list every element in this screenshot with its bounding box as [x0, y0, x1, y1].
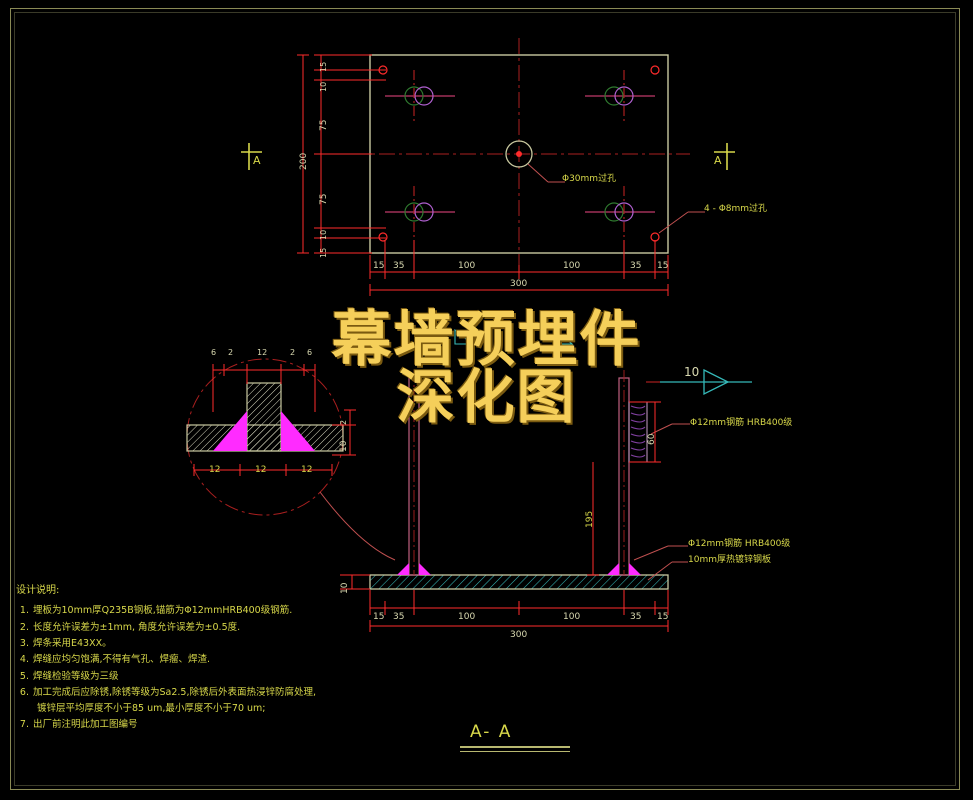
- detail-bottom-dim-3: 12: [301, 465, 313, 475]
- note-item: 5. 焊缝检验等级为三级: [16, 669, 356, 685]
- note-item: 1. 埋板为10mm厚Q235B钢板,锚筋为Φ12mmHRB400级钢筋.: [16, 603, 356, 619]
- detail-bottom-dim-1: 12: [209, 465, 221, 475]
- center-hole-label: Φ30mm过孔: [562, 174, 617, 184]
- note-number: 3.: [19, 637, 29, 649]
- center-hole-circle: [505, 140, 533, 168]
- plan-vdim-1: 15: [319, 61, 328, 72]
- drawing-border-outer: [10, 8, 960, 790]
- section-mark-left-label: A: [253, 154, 261, 167]
- rebar-note-bottom: Φ12mm钢筋 HRB400级: [688, 539, 791, 549]
- note-item: 2. 长度允许误差为±1mm, 角度允许误差为±0.5度.: [16, 620, 356, 636]
- note-item: 6. 加工完成后应除锈,除锈等级为Sa2.5,除锈后外表面热浸锌防腐处理,: [16, 685, 356, 701]
- note-number: 2.: [19, 621, 29, 633]
- plan-hdim-5: 35: [630, 261, 642, 271]
- rebar-length-dim: 195: [585, 510, 595, 528]
- section-mark-right-label: A: [714, 154, 722, 167]
- note-text: 焊条采用E43XX。: [33, 637, 112, 649]
- plan-hdim-2: 35: [393, 261, 405, 271]
- note-item: 7. 出厂前注明此加工图编号: [16, 717, 356, 733]
- note-number: 1.: [19, 605, 29, 617]
- rebar-note-top: Φ12mm钢筋 HRB400级: [690, 418, 793, 428]
- detail-top-dim-1: 6: [211, 348, 217, 357]
- note-number: 4.: [19, 654, 29, 666]
- detail-bottom-dim-2: 12: [255, 465, 267, 475]
- plate-note: 10mm厚热镀锌钢板: [688, 555, 771, 565]
- note-text: 埋板为10mm厚Q235B钢板,锚筋为Φ12mmHRB400级钢筋.: [33, 605, 293, 617]
- plan-vdim-3: 75: [319, 119, 329, 131]
- note-text: 焊缝应均匀饱满,不得有气孔、焊瘤、焊渣.: [33, 654, 211, 666]
- note-continuation: 镀锌层平均厚度不小于85 um,最小厚度不小于70 um;: [37, 703, 266, 715]
- plan-vdim-2: 10: [319, 81, 328, 92]
- note-text: 焊缝检验等级为三级: [33, 670, 119, 682]
- plan-vdim-4: 75: [319, 193, 329, 205]
- weld-symbol-size-label: 10: [684, 365, 700, 379]
- section-hdim-2: 35: [393, 612, 405, 622]
- section-title-rule-bottom: [460, 751, 570, 752]
- note-number: 7.: [19, 719, 29, 731]
- design-notes-block: 设计说明: 1. 埋板为10mm厚Q235B钢板,锚筋为Φ12mmHRB400级钢…: [16, 582, 356, 734]
- plan-vdim-5: 10: [319, 229, 328, 240]
- drawing-border-inner: [14, 12, 956, 786]
- note-number: 6.: [19, 686, 29, 698]
- section-hdim-3: 100: [458, 612, 476, 622]
- note-text: 长度允许误差为±1mm, 角度允许误差为±0.5度.: [33, 621, 241, 633]
- section-hdim-5: 35: [630, 612, 642, 622]
- notes-heading: 设计说明:: [16, 585, 60, 596]
- detail-top-dim-2: 2: [228, 348, 234, 357]
- plan-vdim-6: 15: [319, 247, 328, 258]
- hook-length-dim: 60: [647, 433, 657, 445]
- note-item: 4. 焊缝应均匀饱满,不得有气孔、焊瘤、焊渣.: [16, 652, 356, 668]
- plan-hdim-4: 100: [563, 261, 581, 271]
- detail-top-dim-3: 12: [257, 348, 268, 357]
- plan-overall-width-dim: 300: [510, 279, 528, 289]
- plan-hdim-1: 15: [373, 261, 385, 271]
- detail-top-dim-5: 6: [307, 348, 313, 357]
- section-hdim-6: 15: [657, 612, 669, 622]
- section-hdim-4: 100: [563, 612, 581, 622]
- detail-right-dim-b: 10: [339, 440, 349, 452]
- plan-hdim-3: 100: [458, 261, 476, 271]
- detail-right-dim-a: 2: [339, 419, 348, 425]
- detail-top-dim-4: 2: [290, 348, 296, 357]
- corner-hole-label: 4 - Φ8mm过孔: [704, 204, 768, 214]
- note-item: 3. 焊条采用E43XX。: [16, 636, 356, 652]
- note-number: 5.: [19, 670, 29, 682]
- section-overall-width-dim: 300: [510, 630, 528, 640]
- note-text: 加工完成后应除锈,除锈等级为Sa2.5,除锈后外表面热浸锌防腐处理,: [33, 686, 317, 698]
- note-text: 出厂前注明此加工图编号: [33, 719, 138, 731]
- section-title-label: A- A: [470, 722, 513, 742]
- section-hdim-1: 15: [373, 612, 385, 622]
- section-title-rule-top: [460, 746, 570, 748]
- plan-overall-height-dim: 200: [299, 152, 309, 170]
- plan-hdim-6: 15: [657, 261, 669, 271]
- section-base-plate: [369, 574, 669, 590]
